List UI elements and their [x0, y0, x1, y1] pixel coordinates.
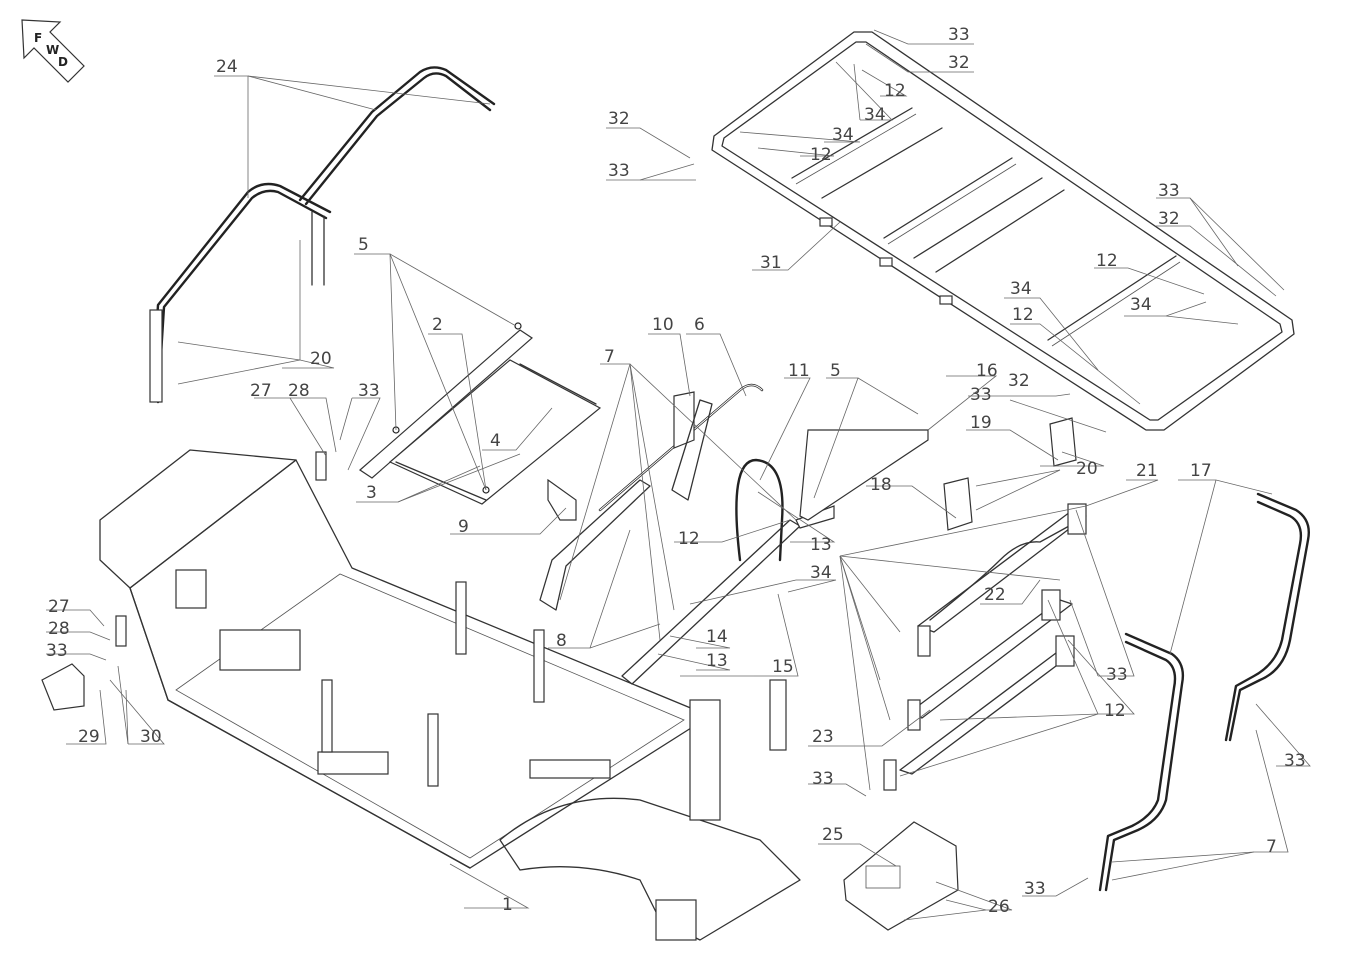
callout-33-upper-left: 33: [358, 381, 380, 401]
callout-13-upper: 13: [810, 535, 832, 555]
callout-4: 4: [490, 431, 501, 451]
callout-33-bottom: 33: [1024, 879, 1046, 899]
callout-1: 1: [502, 895, 513, 915]
callout-34-rack-left: 34: [832, 125, 854, 145]
callout-12-rear: 12: [1104, 701, 1126, 721]
callout-7-center: 7: [604, 347, 615, 367]
callout-33-bracket: 33: [970, 385, 992, 405]
callout-12-center: 12: [678, 529, 700, 549]
callout-27-upper: 27: [250, 381, 272, 401]
callout-8: 8: [556, 631, 567, 651]
callout-33-rollbar: 33: [1284, 751, 1306, 771]
callout-18: 18: [870, 475, 892, 495]
callout-7-rear: 7: [1266, 837, 1277, 857]
callout-34-rack-top: 34: [864, 105, 886, 125]
callout-24: 24: [216, 57, 238, 77]
fwd-letter-w: W: [46, 43, 59, 57]
callout-21: 21: [1136, 461, 1158, 481]
callout-32-bracket: 32: [1008, 371, 1030, 391]
callout-22: 22: [984, 585, 1006, 605]
callout-13-lower: 13: [706, 651, 728, 671]
rear-roll-bar: [1098, 492, 1310, 892]
rear-frame-rails: [883, 503, 1087, 791]
callout-19: 19: [970, 413, 992, 433]
callout-20-right: 20: [1076, 459, 1098, 479]
callout-11: 11: [788, 361, 810, 381]
callout-2: 2: [432, 315, 443, 335]
callout-27-lower: 27: [48, 597, 70, 617]
fwd-letter-d: D: [58, 55, 68, 69]
callout-28-lower: 28: [48, 619, 70, 639]
callout-33-rack-left: 33: [608, 161, 630, 181]
center-post-group: [539, 383, 929, 685]
callout-20-left: 20: [310, 349, 332, 369]
callout-31: 31: [760, 253, 782, 273]
callout-6: 6: [694, 315, 705, 335]
fwd-letter-f: F: [34, 31, 42, 45]
callout-12-rack-mid: 12: [1012, 305, 1034, 325]
callout-5-right: 5: [830, 361, 841, 381]
callout-23: 23: [812, 727, 834, 747]
callout-33-lower-left: 33: [46, 641, 68, 661]
callout-14: 14: [706, 627, 728, 647]
callout-17: 17: [1190, 461, 1212, 481]
callout-30: 30: [140, 727, 162, 747]
front-roll-bar: [149, 66, 496, 404]
callout-34-rack-mid: 34: [1010, 279, 1032, 299]
main-floor-frame: [99, 449, 801, 941]
callout-33-rack-top: 33: [948, 25, 970, 45]
callout-12-rack-top: 12: [884, 81, 906, 101]
callout-33-rear-rails: 33: [1106, 665, 1128, 685]
callout-26: 26: [988, 897, 1010, 917]
left-side-brackets: [41, 451, 327, 711]
callout-28-upper: 28: [288, 381, 310, 401]
leader-lines: [46, 29, 1311, 921]
callout-5-left: 5: [358, 235, 369, 255]
cross-brace-group-left: [359, 322, 602, 505]
forward-direction-arrow: F W D: [21, 19, 85, 83]
callout-33-rack-right: 33: [1158, 181, 1180, 201]
callout-3: 3: [366, 483, 377, 503]
callout-16: 16: [976, 361, 998, 381]
callout-12-rack-left: 12: [810, 145, 832, 165]
callout-29: 29: [78, 727, 100, 747]
callout-34-rack-right: 34: [1130, 295, 1152, 315]
skid-plate: [843, 821, 959, 931]
callout-15: 15: [772, 657, 794, 677]
callout-33-rear-lower: 33: [812, 769, 834, 789]
callout-32-rack-top: 32: [948, 53, 970, 73]
callout-32-rack-right: 32: [1158, 209, 1180, 229]
callout-25: 25: [822, 825, 844, 845]
bracket-group: [943, 417, 1077, 531]
callout-12-rack-right: 12: [1096, 251, 1118, 271]
callout-labels: 1 2 3 4 5 5 6 7 7 8 9 10 11 12 12 12 12 …: [46, 25, 1306, 917]
callout-32-rack-left: 32: [608, 109, 630, 129]
roof-rack: [711, 31, 1295, 431]
callout-9: 9: [458, 517, 469, 537]
callout-10: 10: [652, 315, 674, 335]
callout-34-center: 34: [810, 563, 832, 583]
